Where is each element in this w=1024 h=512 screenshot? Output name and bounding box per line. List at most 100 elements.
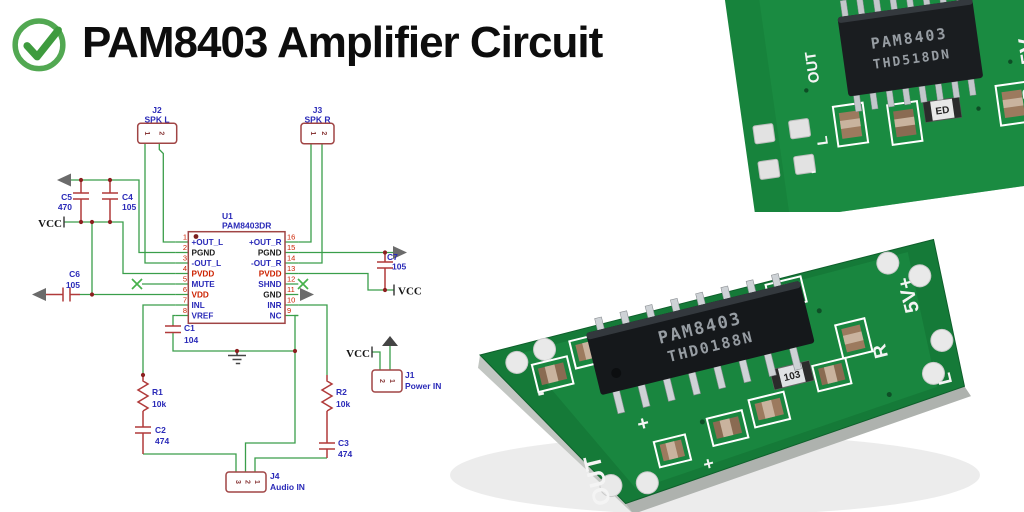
svg-text:+: +: [635, 412, 652, 436]
ic-u1: [187, 230, 286, 325]
pcb-photo-top: ED ED: [713, 0, 1024, 212]
connector-j2: [136, 122, 178, 145]
svg-text:1: 1: [388, 379, 395, 383]
smd-resistor-ed: ED ED: [922, 96, 963, 123]
svg-text:474: 474: [338, 449, 352, 459]
svg-text:VREF: VREF: [192, 312, 214, 321]
svg-text:7: 7: [183, 296, 187, 305]
svg-text:C5: C5: [61, 192, 72, 202]
svg-text:105: 105: [66, 280, 80, 290]
svg-text:5: 5: [183, 275, 187, 284]
svg-text:ED: ED: [935, 105, 950, 118]
board-edge: [478, 355, 634, 512]
junction-dots: [78, 177, 388, 378]
svg-text:1: 1: [309, 131, 316, 135]
svg-text:3: 3: [183, 254, 187, 263]
svg-text:10k: 10k: [152, 399, 166, 409]
vcc-label: VCC: [38, 218, 62, 230]
page-title-text: PAM8403 Amplifier Circuit: [82, 18, 603, 67]
schematic-components: [46, 180, 393, 458]
svg-text:C3: C3: [338, 438, 349, 448]
j1-ref: J1: [405, 370, 415, 380]
svg-text:-: -: [810, 163, 818, 181]
svg-text:1: 1: [253, 480, 260, 484]
svg-text:C6: C6: [69, 269, 80, 279]
no-connect-icon: [131, 278, 309, 290]
ic-right-pin-numbers: 16 15 14 13 12 11 10 9: [287, 233, 295, 316]
via-holes: [804, 59, 1013, 111]
check-icon: [12, 18, 66, 72]
svg-text:-OUT_L: -OUT_L: [192, 259, 222, 268]
page-title: PAM8403 Amplifier Circuit: [6, 10, 603, 76]
svg-text:3: 3: [234, 480, 241, 484]
svg-text:R: R: [1019, 87, 1024, 100]
pcb-photo-bottom: 103 PAM8403 THD0188N OUT: [450, 238, 980, 512]
capacitor-c4: [102, 180, 118, 222]
schematic-symbols: [32, 173, 407, 378]
svg-text:474: 474: [155, 436, 169, 446]
vcc-label: VCC: [346, 348, 370, 360]
svg-text:-OUT_R: -OUT_R: [251, 259, 282, 268]
svg-text:9: 9: [287, 306, 291, 315]
svg-text:103: 103: [783, 369, 802, 384]
svg-text:NC: NC: [270, 312, 282, 321]
ic-left-pin-names: +OUT_L PGND -OUT_L PVDD MUTE VDD INL VRE…: [192, 238, 224, 321]
svg-text:L: L: [934, 370, 957, 387]
j3-desc: SPK R: [305, 115, 331, 125]
svg-text:MUTE: MUTE: [192, 280, 216, 289]
svg-text:6: 6: [183, 285, 187, 294]
ic-right-pin-names: +OUT_R PGND -OUT_R PVDD SHND GND INR NC: [249, 238, 282, 321]
connector-j1: [371, 369, 403, 393]
svg-text:PGND: PGND: [192, 249, 216, 258]
ground-arrow-icon: [57, 173, 71, 187]
j4-ref: J4: [270, 471, 280, 481]
j2-desc: SPK L: [144, 115, 169, 125]
j2-ref: J2: [152, 105, 162, 115]
svg-text:13: 13: [287, 264, 295, 273]
connector-pin-numerals: 1 2 1 2 2 1 3 2 1: [143, 131, 395, 484]
capacitor-c6: [46, 287, 80, 302]
j1-desc: Power IN: [405, 381, 441, 391]
connector-j4: [225, 471, 267, 493]
vcc-tap-icon: [63, 216, 395, 358]
resistor-r1: [136, 375, 150, 412]
svg-text:4: 4: [183, 264, 187, 273]
svg-text:104: 104: [184, 335, 198, 345]
svg-text:OUT: OUT: [802, 50, 823, 84]
schematic-wires: [64, 143, 394, 472]
svg-text:PGND: PGND: [258, 249, 282, 258]
svg-text:C2: C2: [155, 425, 166, 435]
svg-text:2: 2: [378, 379, 385, 383]
svg-text:11: 11: [287, 285, 295, 294]
svg-text:105: 105: [122, 202, 136, 212]
svg-text:+: +: [701, 453, 716, 475]
svg-text:GND: GND: [263, 291, 281, 300]
svg-text:2: 2: [320, 131, 327, 135]
svg-text:10k: 10k: [336, 399, 350, 409]
j3-ref: J3: [313, 105, 323, 115]
ground-arrow-icon: [32, 288, 46, 301]
svg-text:470: 470: [58, 202, 72, 212]
svg-text:R2: R2: [336, 387, 347, 397]
smd-resistor-103: 103: [769, 360, 815, 391]
j4-desc: Audio IN: [270, 482, 305, 492]
svg-text:R1: R1: [152, 387, 163, 397]
pin1-indicator: [193, 234, 199, 239]
svg-text:R: R: [869, 342, 893, 361]
resistor-r2: [320, 375, 334, 412]
svg-text:C4: C4: [122, 192, 133, 202]
circuit-schematic: U1 PAM8403DR 1 2 3 4 5 6 7 8 +OUT_L PGND…: [32, 105, 441, 493]
solder-pads: [752, 118, 816, 180]
svg-text:VDD: VDD: [192, 291, 209, 300]
ic-part: PAM8403DR: [222, 221, 271, 231]
svg-text:5V: 5V: [1013, 36, 1024, 66]
part-labels: C5 470 C4 105 C6 105 C7 105 C1 104 C2 47…: [58, 192, 407, 459]
svg-text:+OUT_L: +OUT_L: [192, 238, 224, 247]
svg-text:C7: C7: [387, 252, 398, 262]
svg-text:12: 12: [287, 275, 295, 284]
vcc-label: VCC: [398, 286, 422, 298]
svg-text:L: L: [814, 135, 832, 146]
svg-text:14: 14: [287, 254, 295, 263]
svg-text:2: 2: [157, 131, 164, 135]
